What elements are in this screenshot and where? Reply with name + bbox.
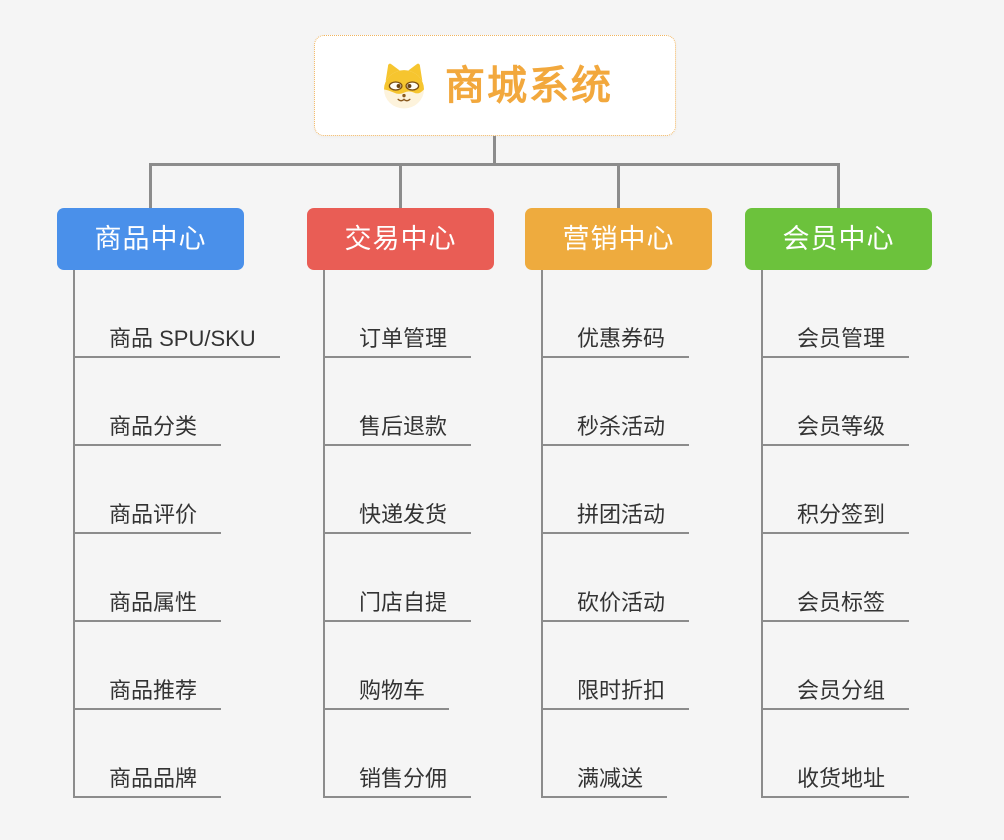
tree-item[interactable]: 售后退款	[325, 358, 472, 446]
connector-drop	[837, 163, 840, 208]
branch-header[interactable]: 交易中心	[307, 208, 494, 270]
tree-item[interactable]: 收货地址	[763, 710, 910, 798]
tree-item[interactable]: 会员分组	[763, 622, 910, 710]
connector-root-stub	[493, 136, 496, 163]
tree-item[interactable]: 商品 SPU/SKU	[75, 270, 280, 358]
tree-item[interactable]: 快递发货	[325, 446, 472, 534]
tree-item[interactable]: 满减送	[543, 710, 668, 798]
tree-item[interactable]: 购物车	[325, 622, 450, 710]
branch-items: 优惠券码秒杀活动拼团活动砍价活动限时折扣满减送	[541, 270, 690, 798]
branch-header[interactable]: 营销中心	[525, 208, 712, 270]
branch-header[interactable]: 会员中心	[745, 208, 932, 270]
tree-item[interactable]: 优惠券码	[543, 270, 690, 358]
branch-label: 交易中心	[344, 223, 457, 254]
branch-label: 营销中心	[562, 223, 675, 254]
connector-drop	[399, 163, 402, 208]
tree-item[interactable]: 订单管理	[325, 270, 472, 358]
tree-item[interactable]: 积分签到	[763, 446, 910, 534]
branch-items: 订单管理售后退款快递发货门店自提购物车销售分佣	[323, 270, 472, 798]
tree-item[interactable]: 商品分类	[75, 358, 222, 446]
branch-header[interactable]: 商品中心	[57, 208, 244, 270]
connector-drop	[149, 163, 152, 208]
branch-items: 会员管理会员等级积分签到会员标签会员分组收货地址	[761, 270, 910, 798]
shiba-dog-icon	[377, 61, 431, 111]
tree-item[interactable]: 销售分佣	[325, 710, 472, 798]
tree-item[interactable]: 会员等级	[763, 358, 910, 446]
tree-item[interactable]: 砍价活动	[543, 534, 690, 622]
root-title: 商城系统	[445, 63, 613, 108]
tree-item[interactable]: 商品评价	[75, 446, 222, 534]
tree-item[interactable]: 拼团活动	[543, 446, 690, 534]
root-node[interactable]: 商城系统	[314, 35, 676, 136]
tree-item[interactable]: 秒杀活动	[543, 358, 690, 446]
tree-item[interactable]: 商品推荐	[75, 622, 222, 710]
connector-bus	[149, 163, 840, 166]
tree-item[interactable]: 会员管理	[763, 270, 910, 358]
tree-item[interactable]: 会员标签	[763, 534, 910, 622]
branch-label: 会员中心	[782, 223, 895, 254]
tree-item[interactable]: 门店自提	[325, 534, 472, 622]
tree-item[interactable]: 商品属性	[75, 534, 222, 622]
tree-item[interactable]: 限时折扣	[543, 622, 690, 710]
tree-item[interactable]: 商品品牌	[75, 710, 222, 798]
branch-label: 商品中心	[94, 223, 207, 254]
connector-drop	[617, 163, 620, 208]
